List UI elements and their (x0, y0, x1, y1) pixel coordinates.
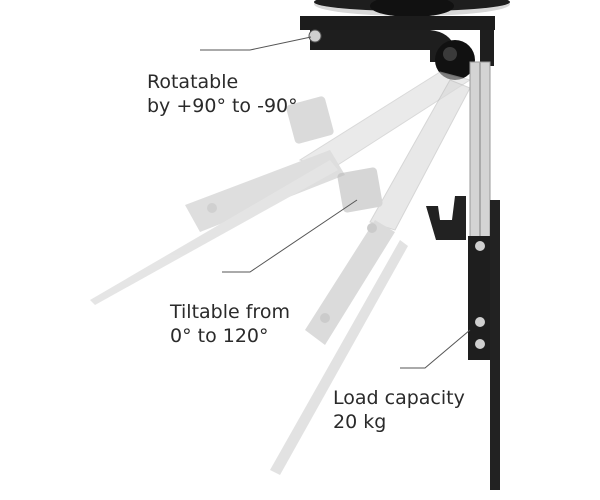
rotatable-label: Rotatable by +90° to -90° (147, 70, 298, 118)
ghost-arm-middle (270, 79, 471, 475)
leader-lines (200, 36, 471, 369)
rotatable-title: Rotatable (147, 71, 239, 93)
vertical-arm (469, 61, 491, 249)
load-capacity-value: 20 kg (333, 411, 387, 433)
ghost-arm-upper (90, 71, 472, 305)
rotatable-range: by +90° to -90° (147, 95, 298, 117)
hook-bracket (426, 196, 466, 240)
mounting-plate (468, 200, 500, 490)
ceiling-plate (300, 0, 510, 30)
tiltable-label: Tiltable from 0° to 120° (170, 300, 290, 348)
tiltable-range: 0° to 120° (170, 325, 269, 347)
top-bracket (308, 29, 494, 80)
load-capacity-label: Load capacity 20 kg (333, 386, 465, 434)
load-capacity-title: Load capacity (333, 387, 465, 409)
tiltable-title: Tiltable from (170, 301, 290, 323)
